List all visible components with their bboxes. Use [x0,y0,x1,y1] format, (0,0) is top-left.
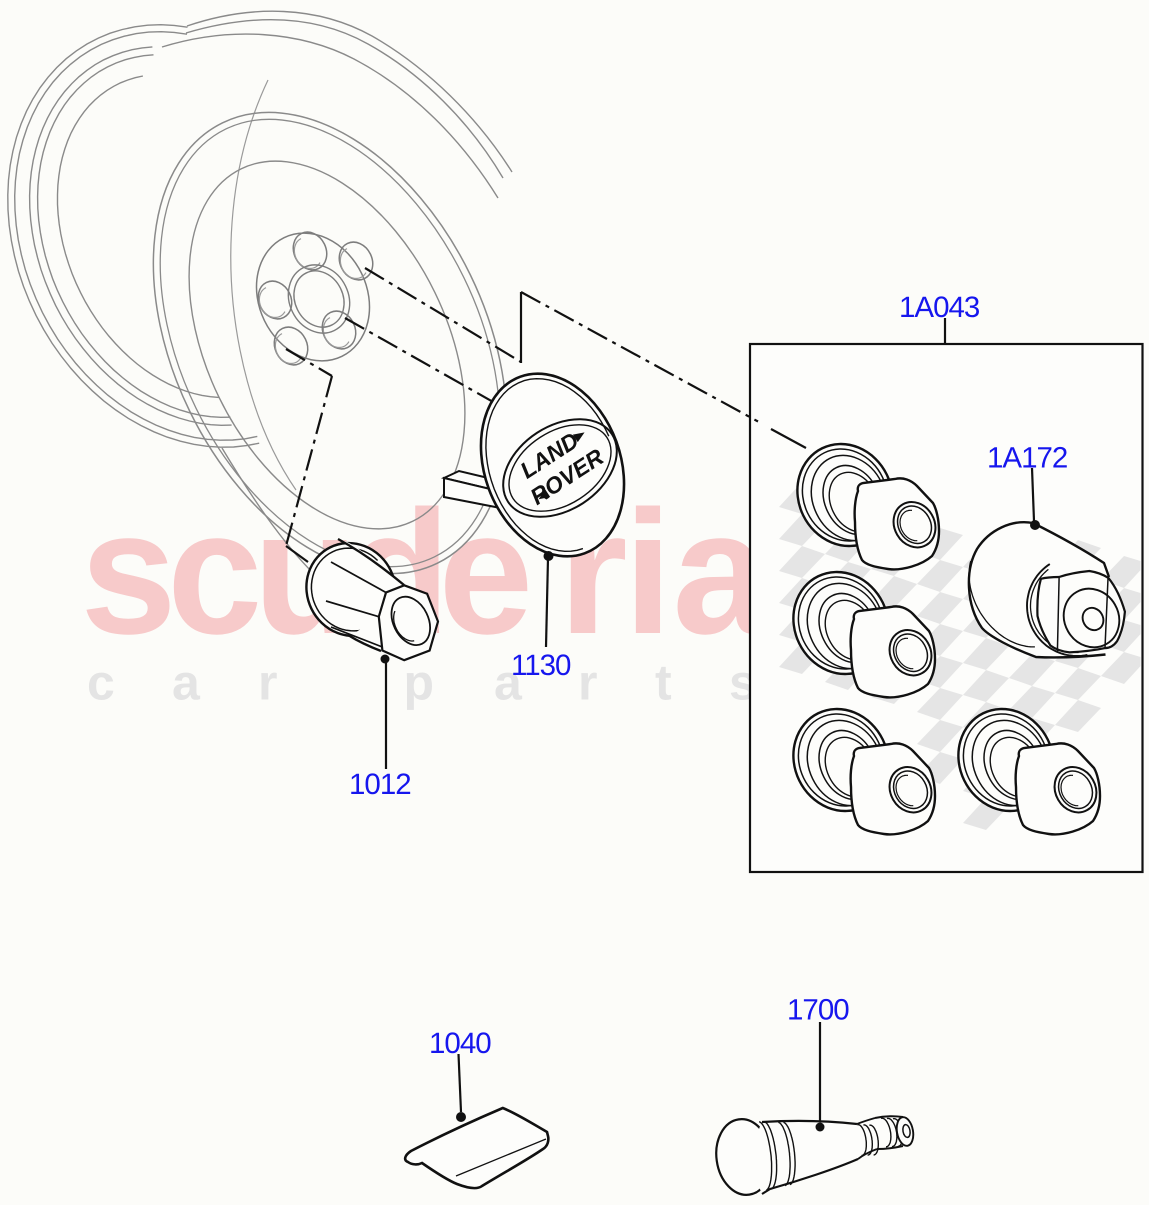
svg-text:c: c [167,475,262,671]
svg-text:i: i [624,475,673,671]
svg-text:a: a [494,655,523,711]
svg-text:c: c [87,655,115,711]
svg-text:t: t [655,655,672,711]
svg-text:1130: 1130 [511,649,571,682]
svg-text:a: a [172,655,201,711]
svg-text:s: s [80,475,176,671]
svg-text:p: p [404,655,435,711]
svg-text:1040: 1040 [429,1027,491,1060]
svg-text:1A172: 1A172 [987,442,1067,475]
svg-text:r: r [258,655,277,711]
svg-text:1012: 1012 [349,768,411,801]
svg-text:r: r [578,655,597,711]
svg-text:1A043: 1A043 [899,291,980,324]
svg-text:1700: 1700 [787,994,849,1027]
